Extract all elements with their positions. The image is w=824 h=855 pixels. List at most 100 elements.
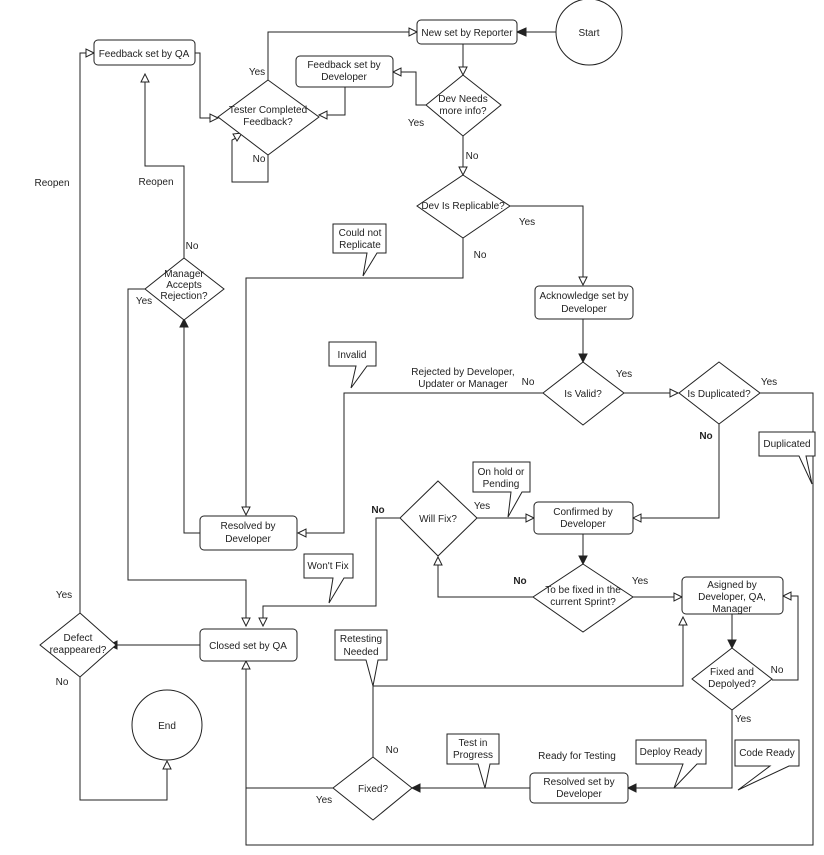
arrowhead	[525, 513, 536, 523]
fixed-deployed-line1: Fixed and	[710, 667, 754, 678]
label-no-devneeds: No	[466, 151, 479, 162]
sprint-line1: To be fixed in the	[545, 585, 621, 596]
edge-defect-no-to-end	[79, 677, 168, 801]
test-in-progress-line1: Test in	[459, 738, 488, 749]
tester-completed-decision: Tester Completed Feedback?	[217, 79, 320, 156]
manager-accepts-line1: Manager	[164, 269, 204, 280]
arrowhead	[458, 66, 468, 77]
deploy-ready-label: Deploy Ready	[640, 747, 703, 758]
arrowhead	[296, 528, 307, 538]
acknowledge-set-by-developer-node: Acknowledge set by Developer	[534, 285, 634, 320]
label-no-defect: No	[56, 677, 69, 688]
confirmed-by-developer-node: Confirmed by Developer	[533, 501, 634, 535]
new-set-by-reporter-node: New set by Reporter	[416, 19, 518, 45]
tester-completed-line1: Tester Completed	[229, 105, 307, 116]
label-no-isdup: No	[699, 431, 712, 442]
arrowhead	[678, 615, 688, 626]
arrowhead	[179, 317, 189, 328]
edge-isdup-yes-to-closed	[245, 392, 814, 846]
arrowhead	[578, 276, 588, 287]
arrowhead	[410, 783, 421, 793]
edge-devneeds-yes-to-feedback-dev	[400, 71, 426, 106]
assigned-line3: Manager	[712, 604, 752, 615]
label-reopen-left: Reopen	[34, 178, 69, 189]
label-yes-fixeddeployed: Yes	[735, 714, 751, 725]
arrowhead	[162, 759, 172, 770]
feedback-set-by-developer-line2: Developer	[321, 72, 367, 83]
label-rejected-line2: Updater or Manager	[418, 379, 508, 390]
code-ready-label: Code Ready	[739, 748, 795, 759]
label-yes-devneeds: Yes	[408, 118, 424, 129]
wont-fix-callout: Won't Fix	[303, 553, 354, 604]
arrowhead	[140, 72, 150, 83]
test-in-progress-line2: Progress	[453, 750, 493, 761]
callouts: Could not Replicate Invalid On hold or P…	[303, 223, 816, 791]
label-yes-sprint: Yes	[632, 576, 648, 587]
arrowhead	[727, 639, 737, 650]
arrowhead	[515, 27, 527, 37]
edge-fixed-no-to-assigned	[372, 624, 684, 757]
arrowhead	[241, 659, 251, 670]
assigned-line1: Asigned by	[707, 580, 756, 591]
edge-defect-yes-to-feedbackqa	[79, 52, 87, 613]
arrowhead	[317, 110, 328, 120]
will-fix-label: Will Fix?	[419, 514, 457, 525]
test-in-progress-callout: Test in Progress	[446, 733, 500, 789]
dev-is-replicable-decision: Dev Is Replicable?	[416, 174, 511, 239]
label-no-replicable: No	[474, 250, 487, 261]
end-label: End	[158, 721, 176, 732]
label-yes-replicable: Yes	[519, 217, 535, 228]
label-yes-manager: Yes	[136, 296, 152, 307]
arrowhead	[433, 555, 443, 566]
on-hold-line2: Pending	[483, 479, 520, 490]
dev-needs-info-decision: Dev Needs more info?	[425, 74, 502, 137]
label-yes-isdup: Yes	[761, 377, 777, 388]
arrowhead	[258, 617, 268, 628]
label-no-sprint: No	[513, 576, 526, 587]
to-be-fixed-sprint-decision: To be fixed in the current Sprint?	[532, 563, 634, 633]
label-yes-willfix: Yes	[474, 501, 490, 512]
label-yes-isvalid: Yes	[616, 369, 632, 380]
label-no-fixeddeployed: No	[771, 665, 784, 676]
fixed-label: Fixed?	[358, 784, 388, 795]
edge-replicable-yes-to-ack	[510, 205, 584, 278]
edge-replicable-no-to-resolved	[245, 238, 464, 508]
code-ready-callout: Code Ready	[734, 739, 800, 791]
is-duplicated-decision: Is Duplicated?	[678, 361, 761, 425]
is-valid-decision: Is Valid?	[542, 361, 625, 426]
feedback-set-by-developer-line1: Feedback set by	[307, 60, 380, 71]
assigned-line2: Developer, QA,	[698, 592, 766, 603]
feedback-set-by-developer-node: Feedback set by Developer	[295, 55, 394, 88]
arrowhead	[209, 113, 220, 123]
fixed-and-deployed-decision: Fixed and Depolyed?	[691, 647, 773, 711]
label-yes-defect: Yes	[56, 590, 72, 601]
manager-accepts-line3: Rejection?	[160, 291, 208, 302]
label-yes-fixed: Yes	[316, 795, 332, 806]
label-rejected-line1: Rejected by Developer,	[411, 367, 514, 378]
arrowhead	[241, 617, 251, 628]
dev-is-replicable-label: Dev Is Replicable?	[421, 201, 505, 212]
edge-tester-yes-to-new	[267, 31, 410, 80]
assigned-node: Asigned by Developer, QA, Manager	[681, 576, 784, 615]
acknowledge-line1: Acknowledge set by	[540, 291, 629, 302]
arrowhead	[626, 783, 637, 793]
resolved-set-line2: Developer	[556, 789, 602, 800]
closed-set-by-qa-label: Closed set by QA	[209, 641, 287, 652]
on-hold-line1: On hold or	[478, 467, 525, 478]
arrowhead	[391, 67, 402, 77]
sprint-line2: current Sprint?	[550, 597, 616, 608]
label-reopen-manager: Reopen	[138, 177, 173, 188]
label-yes-tester: Yes	[249, 67, 265, 78]
wont-fix-label: Won't Fix	[307, 561, 348, 572]
arrowhead	[85, 48, 96, 58]
arrowhead	[578, 353, 588, 364]
dev-needs-info-line2: more info?	[439, 106, 487, 117]
edge-tester-no-loop	[231, 137, 269, 183]
defect-reappeared-decision: Defect reappeared?	[39, 612, 117, 678]
deploy-ready-callout: Deploy Ready	[635, 739, 707, 789]
defect-line1: Defect	[64, 633, 93, 644]
dev-needs-info-line1: Dev Needs	[438, 94, 487, 105]
fixed-deployed-line2: Depolyed?	[708, 679, 756, 690]
edge-labels: Yes No Yes No Yes No Reopen Reopen No Ye…	[34, 67, 783, 806]
resolved-by-developer-line1: Resolved by	[220, 521, 275, 532]
